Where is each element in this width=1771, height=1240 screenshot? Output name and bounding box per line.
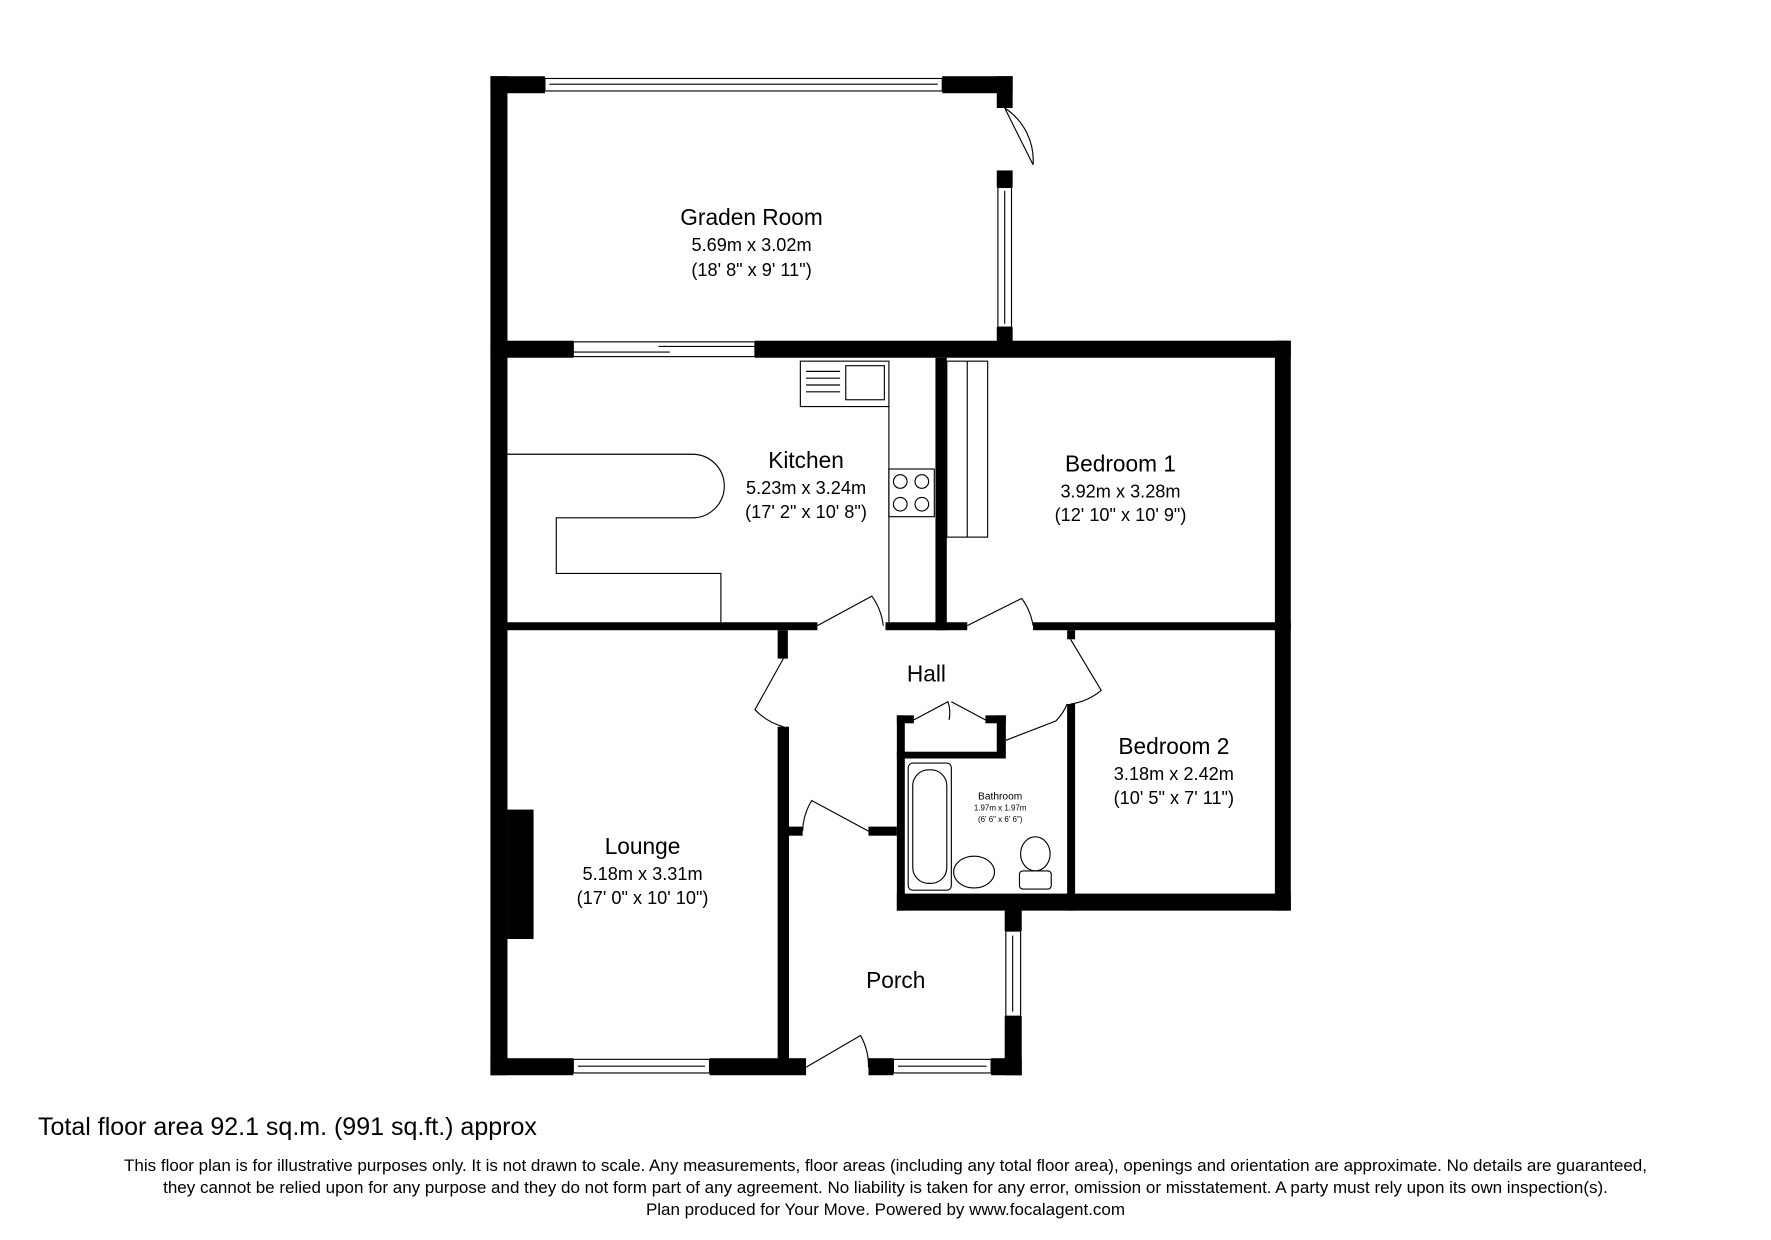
disclaimer-line-1: This floor plan is for illustrative purp…: [124, 1156, 1647, 1175]
room-imperial: (17' 2" x 10' 8"): [745, 502, 867, 522]
room-metric: 3.18m x 2.42m: [1114, 764, 1234, 784]
room-name: Porch: [866, 967, 925, 993]
room-name: Bedroom 2: [1118, 733, 1229, 759]
room-imperial: (18' 8" x 9' 11"): [691, 260, 811, 280]
room-bedroom-1: Bedroom 1 3.92m x 3.28m (12' 10" x 10' 9…: [1055, 450, 1187, 525]
windows: [544, 77, 1022, 1074]
room-name: Lounge: [605, 833, 681, 859]
disclaimer-line-2: they cannot be relied upon for any purpo…: [163, 1178, 1608, 1197]
room-metric: 1.97m x 1.97m: [974, 804, 1027, 813]
room-imperial: (6' 6" x 6' 6"): [978, 815, 1023, 824]
room-bedroom-2: Bedroom 2 3.18m x 2.42m (10' 5" x 7' 11"…: [1114, 733, 1234, 808]
room-metric: 5.69m x 3.02m: [691, 235, 811, 255]
room-bathroom: Bathroom 1.97m x 1.97m (6' 6" x 6' 6"): [974, 791, 1027, 824]
room-imperial: (17' 0" x 10' 10"): [577, 888, 709, 908]
room-garden-room: Graden Room 5.69m x 3.02m (18' 8" x 9' 1…: [680, 204, 822, 280]
room-lounge: Lounge 5.18m x 3.31m (17' 0" x 10' 10"): [577, 833, 709, 908]
room-kitchen: Kitchen 5.23m x 3.24m (17' 2" x 10' 8"): [745, 447, 867, 522]
room-imperial: (10' 5" x 7' 11"): [1114, 788, 1234, 808]
room-name: Bathroom: [978, 791, 1022, 802]
disclaimer: This floor plan is for illustrative purp…: [0, 1155, 1771, 1221]
room-hall: Hall: [907, 660, 946, 686]
fixtures: [507, 360, 1052, 891]
total-floor-area: Total floor area 92.1 sq.m. (991 sq.ft.)…: [38, 1113, 537, 1141]
room-metric: 5.23m x 3.24m: [746, 478, 866, 498]
room-name: Graden Room: [680, 204, 822, 230]
credit-line: Plan produced for Your Move. Powered by …: [645, 1200, 1126, 1219]
room-name: Kitchen: [768, 447, 844, 473]
room-imperial: (12' 10" x 10' 9"): [1055, 505, 1187, 525]
room-metric: 3.92m x 3.28m: [1060, 481, 1180, 501]
doors: [754, 107, 1102, 1068]
walls: [490, 76, 1291, 1076]
room-name: Hall: [907, 660, 946, 686]
room-metric: 5.18m x 3.31m: [583, 864, 703, 884]
room-porch: Porch: [866, 967, 925, 993]
room-name: Bedroom 1: [1065, 450, 1176, 476]
